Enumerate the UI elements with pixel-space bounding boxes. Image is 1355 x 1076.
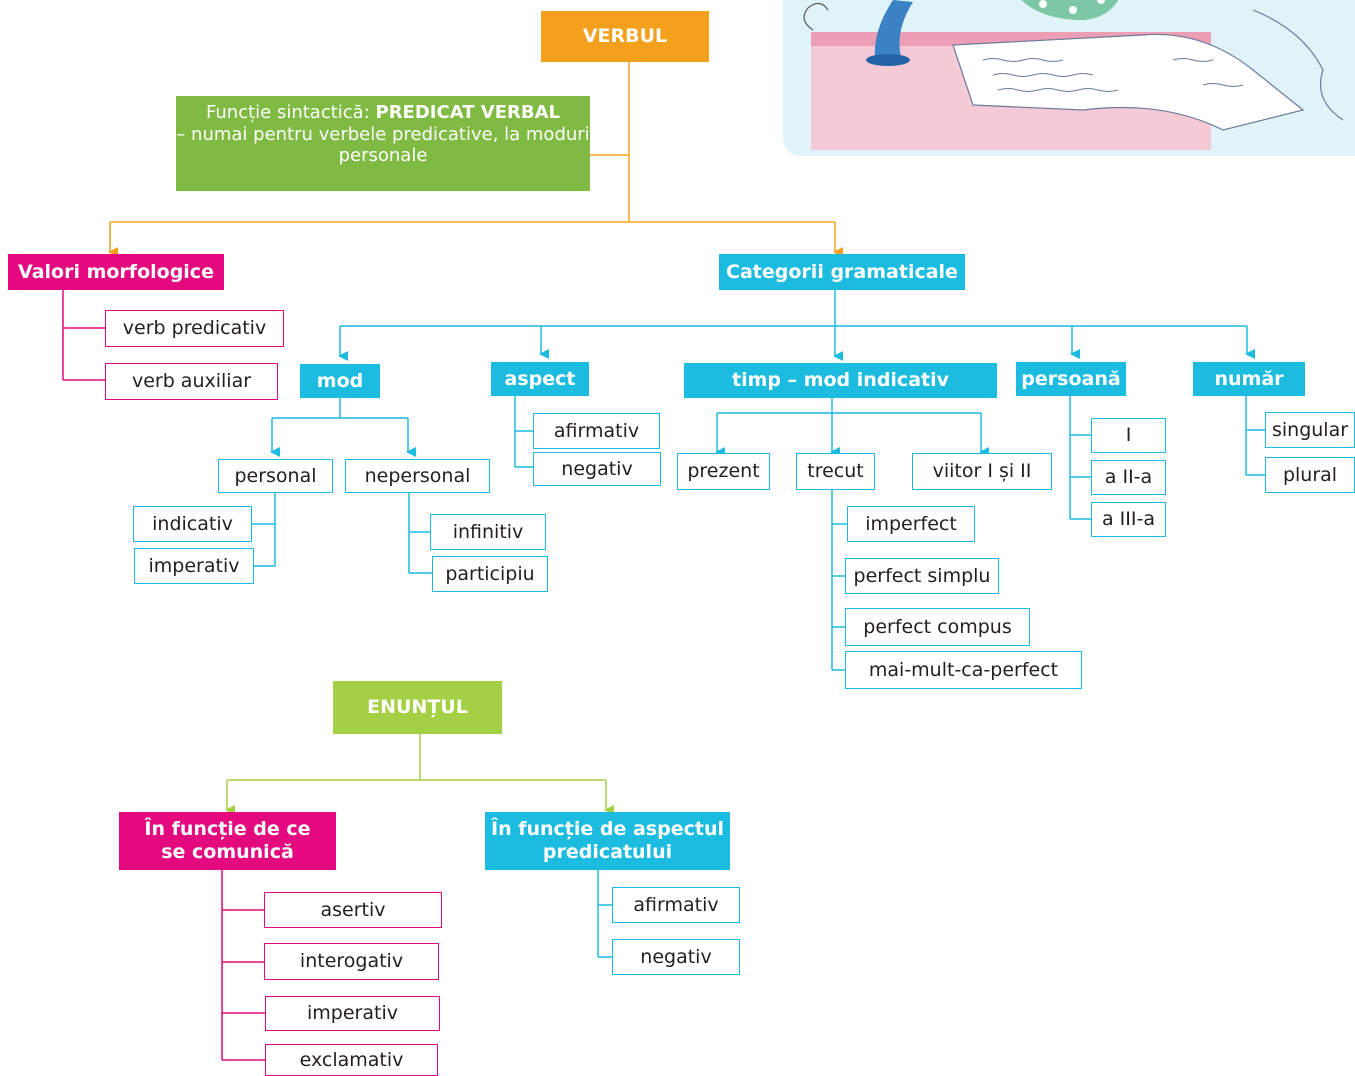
trecut-imperfect: imperfect (847, 506, 975, 542)
aspect-negativ: negativ (533, 452, 661, 486)
verb-predicativ: verb predicativ (105, 310, 284, 347)
functie-sintactica-box: Funcție sintactică: PREDICAT VERBAL – nu… (176, 96, 590, 191)
categorii-gramaticale-title: Categorii gramaticale (719, 254, 965, 290)
aspect-title: aspect (491, 362, 589, 396)
mod-imperativ: imperativ (134, 548, 254, 584)
comunica-asertiv: asertiv (264, 892, 442, 928)
cartoon-writing-desk (783, 0, 1355, 156)
predicat-negativ: negativ (612, 939, 740, 975)
trecut-perfect-simplu: perfect simplu (845, 558, 999, 594)
verb-auxiliar: verb auxiliar (105, 363, 278, 400)
timp-title: timp – mod indicativ (684, 363, 997, 398)
comunica-interogativ: interogativ (264, 943, 439, 980)
aspect-afirmativ: afirmativ (533, 413, 660, 449)
numar-title: număr (1193, 362, 1305, 396)
comunica-title: În funcție de ce se comunică (119, 812, 336, 870)
functie-prefix: Funcție sintactică: (206, 102, 376, 123)
functie-suffix: – numai pentru verbele predicative, la m… (176, 123, 590, 167)
comunica-imperativ: imperativ (265, 996, 440, 1031)
mod-nepersonal: nepersonal (345, 459, 490, 493)
mod-infinitiv: infinitiv (430, 514, 546, 550)
persoana-I: I (1091, 418, 1166, 453)
aspect-predicat-title: În funcție de aspectul predicatului (485, 812, 730, 870)
mod-title: mod (300, 364, 380, 398)
comunica-exclamativ: exclamativ (265, 1044, 438, 1076)
timp-prezent: prezent (677, 453, 770, 490)
trecut-mai-mult-ca-perfect: mai-mult-ca-perfect (845, 651, 1082, 689)
verbul-title: VERBUL (541, 11, 709, 62)
functie-bold: PREDICAT VERBAL (375, 102, 560, 123)
mod-indicativ: indicativ (133, 506, 252, 542)
numar-singular: singular (1265, 412, 1355, 448)
enuntul-title: ENUNȚUL (333, 681, 502, 734)
mod-participiu: participiu (432, 556, 548, 592)
mod-personal: personal (218, 459, 333, 493)
predicat-afirmativ: afirmativ (612, 887, 740, 923)
persoana-title: persoană (1016, 362, 1126, 396)
trecut-perfect-compus: perfect compus (845, 608, 1030, 646)
valori-morfologice-title: Valori morfologice (8, 254, 224, 290)
timp-trecut: trecut (796, 453, 875, 490)
numar-plural: plural (1265, 457, 1355, 493)
persoana-a-III-a: a III-a (1091, 502, 1166, 537)
timp-viitor: viitor I și II (912, 453, 1052, 490)
persoana-a-II-a: a II-a (1091, 460, 1166, 495)
